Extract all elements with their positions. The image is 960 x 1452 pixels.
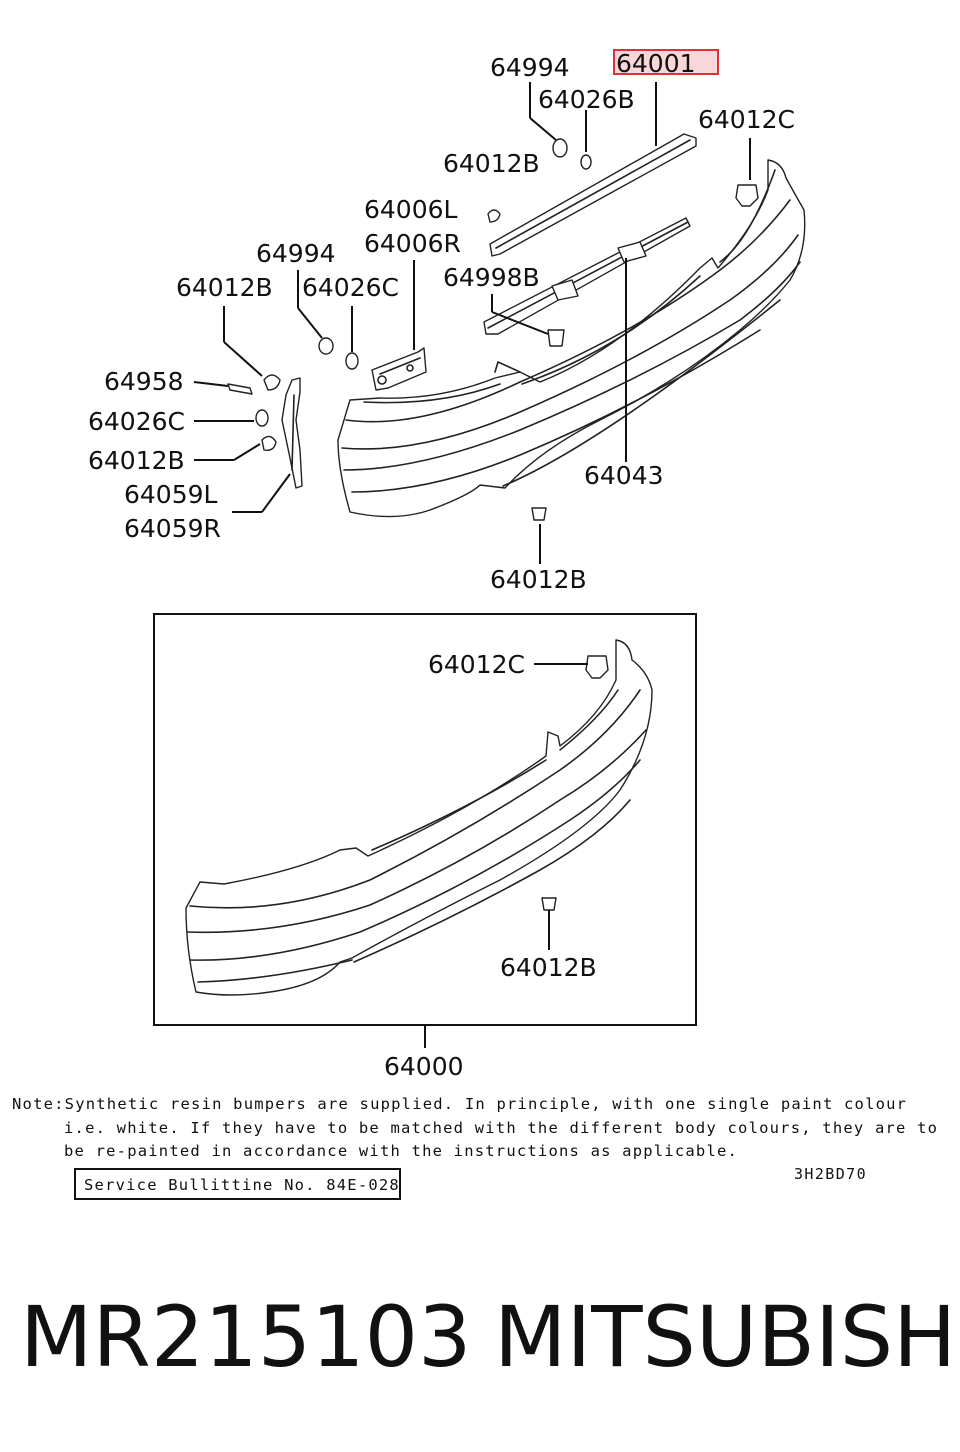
- label-64012c-box: 64012C: [428, 650, 525, 679]
- label-64994-side: 64994: [256, 239, 336, 268]
- diagram-code: 3H2BD70: [794, 1165, 867, 1183]
- label-64026c-b: 64026C: [88, 407, 185, 436]
- label-64001: 64001: [616, 49, 696, 78]
- note-line-1: Note:Synthetic resin bumpers are supplie…: [12, 1095, 907, 1113]
- label-64012b-c: 64012B: [88, 446, 185, 475]
- label-64012c-top: 64012C: [698, 105, 795, 134]
- assembly-box: [153, 613, 697, 1026]
- leader-lines: [193, 82, 751, 564]
- label-64059r: 64059R: [124, 514, 221, 543]
- label-64043: 64043: [584, 461, 664, 490]
- bumper-upper-drawing: [227, 133, 806, 521]
- service-bulletin-text: Service Bullittine No. 84E-028: [84, 1176, 400, 1194]
- label-64994-top: 64994: [490, 53, 570, 82]
- label-64012b-b: 64012B: [176, 273, 273, 302]
- note-line-2: i.e. white. If they have to be matched w…: [64, 1119, 938, 1137]
- highlight-box: [613, 49, 719, 75]
- note-line-3: be re-painted in accordance with the ins…: [64, 1142, 738, 1160]
- label-64012b-a: 64012B: [443, 149, 540, 178]
- service-bulletin-box: [74, 1168, 401, 1200]
- label-64012b-box: 64012B: [500, 953, 597, 982]
- label-64998b: 64998B: [443, 263, 540, 292]
- label-64012b-d: 64012B: [490, 565, 587, 594]
- label-64026b: 64026B: [538, 85, 635, 114]
- label-64000: 64000: [384, 1052, 464, 1081]
- label-64006l: 64006L: [364, 195, 458, 224]
- label-64026c-a: 64026C: [302, 273, 399, 302]
- label-64006r: 64006R: [364, 229, 461, 258]
- label-64958: 64958: [104, 367, 184, 396]
- label-64059l: 64059L: [124, 480, 218, 509]
- brand-name: MITSUBISHI: [494, 1288, 960, 1386]
- part-number: MR215103: [20, 1288, 472, 1386]
- bumper-assembly-drawing: [185, 639, 653, 996]
